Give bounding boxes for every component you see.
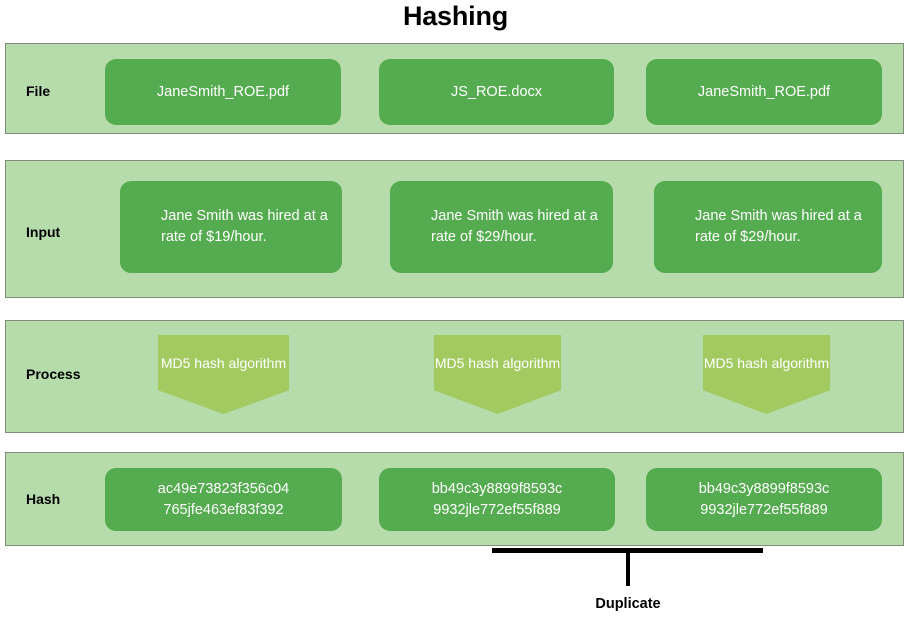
hash-card-2[interactable]: bb49c3y8899f8593c 9932jle772ef55f889 <box>379 468 615 531</box>
duplicate-label: Duplicate <box>595 596 661 612</box>
input-card-2[interactable]: Jane Smith was hired at a rate of $29/ho… <box>390 181 613 273</box>
hash-card-3-text: bb49c3y8899f8593c 9932jle772ef55f889 <box>698 480 830 518</box>
row-label-process: Process <box>26 366 81 382</box>
file-card-1-text: JaneSmith_ROE.pdf <box>156 83 290 100</box>
row-label-hash: Hash <box>26 491 61 507</box>
process-arrow-1-text: MD5 hash algorithm <box>160 355 287 371</box>
file-card-2[interactable]: JS_ROE.docx <box>379 59 614 125</box>
row-label-input: Input <box>26 224 61 240</box>
file-card-3-text: JaneSmith_ROE.pdf <box>697 83 831 100</box>
input-card-1[interactable]: Jane Smith was hired at a rate of $19/ho… <box>120 181 342 273</box>
process-arrow-2-text: MD5 hash algorithm <box>434 355 561 371</box>
hash-card-1-text: ac49e73823f356c04 765jfe463ef83f392 <box>157 480 290 518</box>
hash-card-2-text: bb49c3y8899f8593c 9932jle772ef55f889 <box>431 480 563 518</box>
input-card-2-text: Jane Smith was hired at a rate of $29/ho… <box>431 208 598 245</box>
file-card-3[interactable]: JaneSmith_ROE.pdf <box>646 59 882 125</box>
hash-card-1[interactable]: ac49e73823f356c04 765jfe463ef83f392 <box>105 468 342 531</box>
input-card-1-text: Jane Smith was hired at a rate of $19/ho… <box>161 208 328 245</box>
row-label-file: File <box>26 83 51 99</box>
file-card-2-text: JS_ROE.docx <box>450 83 543 100</box>
input-card-3-text: Jane Smith was hired at a rate of $29/ho… <box>695 208 862 245</box>
hash-card-3[interactable]: bb49c3y8899f8593c 9932jle772ef55f889 <box>646 468 882 531</box>
file-card-1[interactable]: JaneSmith_ROE.pdf <box>105 59 341 125</box>
input-card-3[interactable]: Jane Smith was hired at a rate of $29/ho… <box>654 181 882 273</box>
process-arrow-3-text: MD5 hash algorithm <box>703 355 830 371</box>
page-title: Hashing <box>402 1 509 31</box>
duplicate-bracket-stem <box>626 553 630 586</box>
duplicate-bracket-horizontal <box>492 548 763 553</box>
